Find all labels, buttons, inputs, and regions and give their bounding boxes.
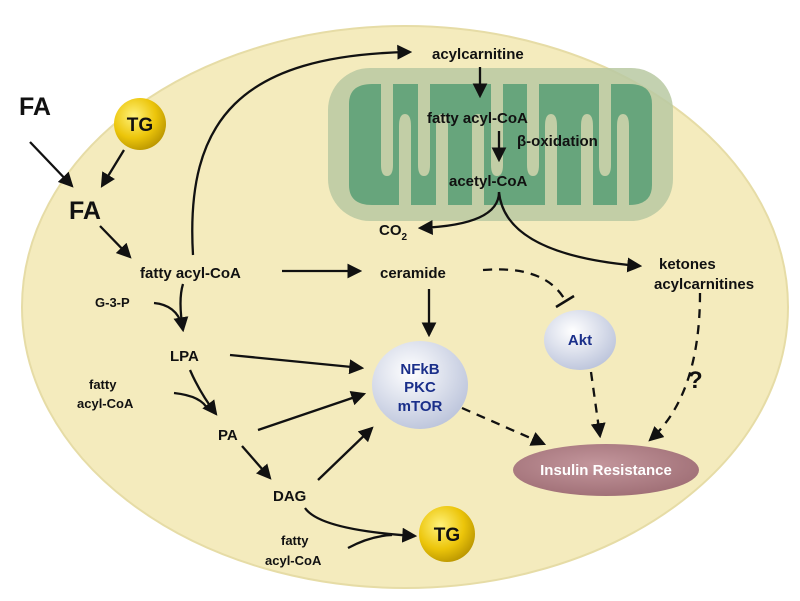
- arrow-akt-to-insulin: [589, 371, 606, 439]
- fatty-acyl-coa-label: fatty acyl-CoA: [140, 265, 241, 282]
- arrow-tg-to-fa: [100, 149, 125, 188]
- bottom-acyl-coa-line2: acyl-CoA: [265, 553, 322, 568]
- acetyl-coa-label: acetyl-CoA: [449, 173, 528, 190]
- insulin-resistance-label: Insulin Resistance: [540, 462, 672, 479]
- arrow-pa-to-dag: [241, 445, 272, 480]
- acylcarnitine-label: acylcarnitine: [432, 46, 524, 63]
- arrow-fattyacylcoa-to-acylcarnitine: [191, 44, 413, 256]
- arrow-acetylcoa-to-co2: [417, 191, 501, 235]
- bottom-acyl-coa-line1: fatty: [281, 533, 309, 548]
- dag-label: DAG: [273, 488, 306, 505]
- arrow-lpa-to-nfkb: [229, 353, 365, 375]
- acylcarnitines-label: acylcarnitines: [654, 276, 754, 293]
- arrow-fattyacylcoa-to-lpa: [173, 283, 189, 333]
- insulin-resistance-node: [513, 444, 699, 496]
- arrow-lpa-to-pa: [188, 369, 218, 416]
- tg-bottom-node: [419, 506, 475, 562]
- mtor-label: mTOR: [398, 398, 443, 415]
- fa-mid-label: FA: [69, 197, 101, 225]
- g3p-label: G-3-P: [95, 295, 130, 310]
- nfkb-label: NFkB: [400, 361, 439, 378]
- pa-label: PA: [218, 427, 238, 444]
- side-acyl-coa-line1: fatty: [89, 377, 117, 392]
- arrow-fa-to-fattyacylcoa: [99, 225, 132, 259]
- tg-top-node: [114, 98, 166, 150]
- akt-inhibition-bar: [555, 294, 575, 309]
- tg-bottom-label: TG: [434, 525, 460, 546]
- arrow-sideacylcoa-to-pa: [173, 391, 210, 411]
- ketones-label: ketones: [659, 256, 716, 273]
- pkc-label: PKC: [404, 379, 436, 396]
- arrow-pa-to-nfkb: [257, 391, 367, 432]
- nfkb-pkc-mtor-node: [372, 341, 468, 429]
- question-mark: ?: [688, 367, 703, 394]
- arrow-dag-to-nfkb: [317, 426, 374, 481]
- side-acyl-coa-line2: acyl-CoA: [77, 396, 134, 411]
- arrow-ketones-to-insulin: [648, 292, 702, 442]
- arrow-g3p-to-lpa: [153, 301, 184, 326]
- fa-top-label: FA: [19, 93, 51, 121]
- inhibition-ceramide-to-akt: [482, 268, 566, 301]
- dashed-arrows: [461, 268, 702, 446]
- mitochondrion: [328, 68, 673, 221]
- ceramide-label: ceramide: [380, 265, 446, 282]
- solid-arrows: [29, 44, 643, 550]
- lpa-label: LPA: [170, 348, 199, 365]
- tg-top-label: TG: [127, 115, 153, 136]
- beta-oxidation-label: β-oxidation: [517, 133, 598, 150]
- arrow-bottomacylcoa-to-tg: [347, 533, 393, 550]
- akt-node: [544, 310, 616, 370]
- mitochondrion-cristae: [349, 84, 652, 205]
- arrow-fa-to-fa: [29, 141, 74, 188]
- akt-label: Akt: [568, 332, 592, 349]
- arrow-dag-to-tg: [304, 507, 418, 543]
- co2-label: CO2: [379, 222, 408, 243]
- fatty-acyl-coa-mito-label: fatty acyl-CoA: [427, 110, 528, 127]
- arrow-acetylcoa-to-ketones: [497, 191, 643, 273]
